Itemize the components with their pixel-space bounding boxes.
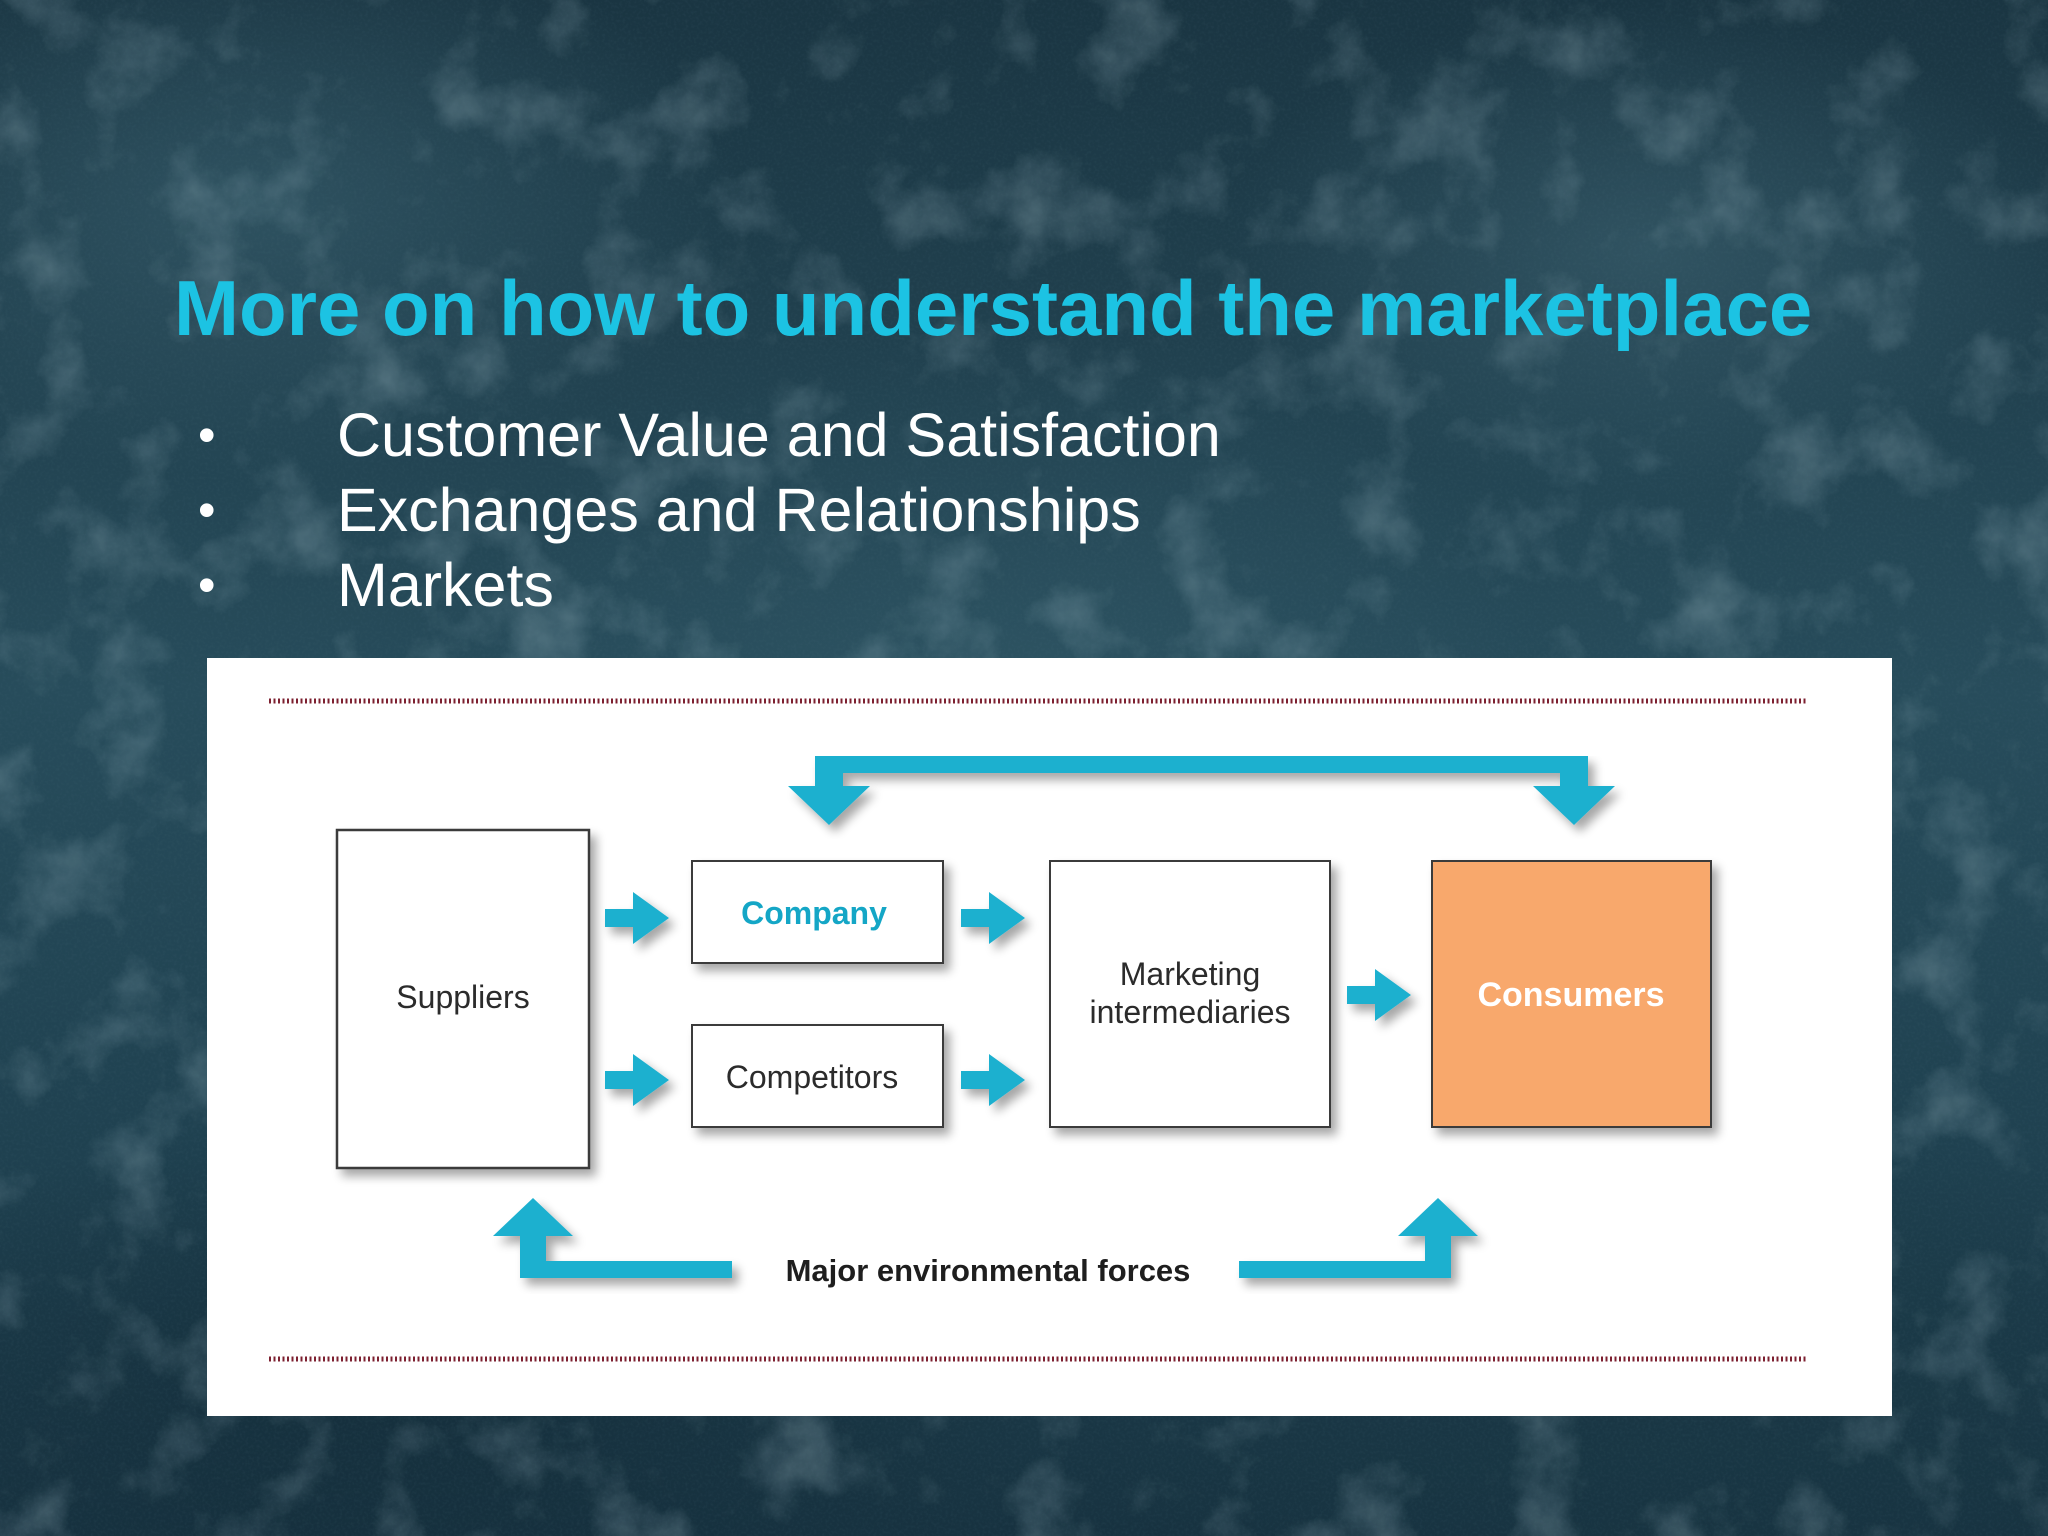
marketing-intermediaries-node (1049, 860, 1331, 1128)
competitors-label: Competitors (726, 1059, 899, 1095)
competitors-node (691, 1024, 944, 1128)
right-forces-bent-arrow-icon (1239, 1198, 1478, 1278)
arrow-icon (961, 892, 1025, 944)
bullet-text: Customer Value and Satisfaction (337, 401, 1221, 469)
bullet-glyph: • (198, 557, 216, 613)
company-label: Company (741, 895, 887, 931)
left-forces-bent-arrow-icon (493, 1198, 732, 1278)
bullet-glyph: • (198, 482, 216, 538)
company-node (691, 860, 944, 964)
bullet-text: Markets (337, 551, 554, 619)
diagram-canvas: Suppliers Company Competitors Marketing … (269, 698, 1807, 1362)
consumers-label: Consumers (1477, 976, 1664, 1014)
bullet-text: Exchanges and Relationships (337, 476, 1141, 544)
slide-title: More on how to understand the marketplac… (174, 264, 1813, 352)
suppliers-node (335, 828, 591, 1170)
marketing-intermediaries-label-line2: intermediaries (1090, 994, 1291, 1030)
arrow-icon (605, 1054, 669, 1106)
arrow-icon (961, 1054, 1025, 1106)
marketplace-diagram: Suppliers Company Competitors Marketing … (207, 658, 1892, 1416)
environmental-forces-label: Major environmental forces (786, 1253, 1191, 1288)
marketing-intermediaries-label-line1: Marketing (1120, 956, 1261, 992)
bidirectional-bracket-arrow-icon (788, 756, 1615, 825)
suppliers-label: Suppliers (396, 979, 529, 1015)
arrow-icon (605, 892, 669, 944)
consumers-node (1431, 860, 1712, 1128)
arrow-icon (1347, 969, 1411, 1021)
bullet-glyph: • (198, 407, 216, 463)
